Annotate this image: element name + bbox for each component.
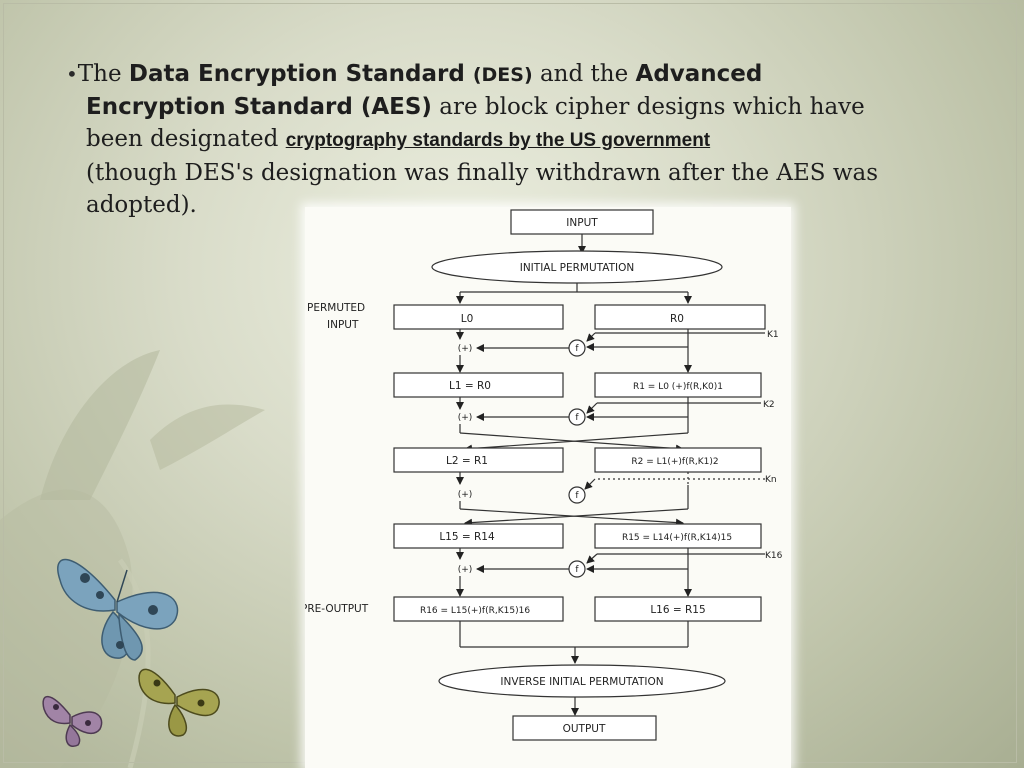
r1-label: R1 = L0 (+)f(R,K0)1 (633, 382, 723, 392)
r16-label: R16 = L15(+)f(R,K15)16 (420, 606, 530, 616)
aes-term: Encryption Standard (AES) (86, 94, 432, 120)
k2-label: K2 (763, 400, 775, 410)
des-abbreviation: (DES) (472, 64, 533, 86)
permuted-input-label-2: INPUT (327, 319, 359, 331)
r0-label: R0 (670, 313, 684, 325)
r15-label: R15 = L14(+)f(R,K14)15 (622, 533, 732, 543)
purple-butterfly (42, 695, 103, 747)
text-block-cipher: are block cipher designs which have (431, 94, 865, 120)
text-designated: been designated (86, 126, 286, 152)
leaf-decoration-2 (150, 404, 265, 470)
f2-label: f (575, 413, 579, 423)
l15-label: L15 = R14 (439, 531, 495, 543)
bullet-marker: • (66, 62, 78, 86)
l15-box (393, 523, 564, 549)
inverse-permutation-label: INVERSE INITIAL PERMUTATION (500, 676, 663, 688)
r1-box (594, 372, 762, 398)
text-adopted: adopted). (86, 192, 197, 218)
l0-box (393, 304, 564, 330)
text-the: The (77, 61, 129, 87)
xor3-label: (+) (458, 490, 473, 500)
l1-box (393, 372, 564, 398)
input-label: INPUT (566, 217, 598, 229)
olive-butterfly (138, 668, 220, 737)
text-and-the: and the (532, 61, 636, 87)
des-term: Data Encryption Standard (128, 61, 473, 87)
f3-label: f (575, 491, 579, 501)
xor1-label: (+) (458, 344, 473, 354)
advanced-term: Advanced (635, 61, 763, 87)
l2-box (393, 447, 564, 473)
k16-label: K16 (765, 551, 783, 561)
r15-box (594, 523, 762, 549)
output-box (512, 715, 657, 741)
l16-box (594, 596, 762, 622)
bullet-line-1: •The Data Encryption Standard (DES) and … (66, 58, 926, 91)
leaf-decoration (40, 350, 160, 500)
inverse-permutation-ellipse (438, 664, 726, 698)
l0-label: L0 (461, 313, 474, 325)
r16-box (393, 596, 564, 622)
l2-label: L2 = R1 (446, 455, 488, 467)
bullet-line-3: been designated cryptography standards b… (66, 123, 926, 157)
r2-box (594, 447, 762, 473)
permuted-input-label-1: PERMUTED (307, 302, 365, 314)
r2-label: R2 = L1(+)f(R,K1)2 (631, 457, 718, 467)
l1-label: L1 = R0 (449, 380, 491, 392)
bullet-line-4: (though DES's designation was finally wi… (66, 157, 926, 189)
standards-link[interactable]: cryptography standards by the US governm… (285, 130, 711, 151)
pre-output-label: PRE-OUTPUT (305, 603, 369, 615)
text-withdrawn: (though DES's designation was finally wi… (86, 160, 879, 186)
kn-label: Kn (765, 475, 777, 485)
k1-label: K1 (767, 330, 779, 340)
f4-label: f (575, 565, 579, 575)
initial-permutation-label: INITIAL PERMUTATION (520, 262, 635, 274)
bullet-paragraph: •The Data Encryption Standard (DES) and … (66, 58, 926, 221)
output-label: OUTPUT (563, 723, 606, 735)
f3-circle (568, 486, 586, 504)
f1-label: f (575, 344, 579, 354)
blue-butterfly (57, 558, 179, 661)
decorative-butterflies (0, 350, 265, 768)
xor2-label: (+) (458, 413, 473, 423)
l16-label: L16 = R15 (650, 604, 705, 616)
r0-box (594, 304, 766, 330)
bullet-line-5: adopted). (66, 189, 926, 221)
swoosh-decoration-2 (117, 558, 151, 768)
xor4-label: (+) (458, 565, 473, 575)
bullet-line-2: Encryption Standard (AES) are block ciph… (66, 91, 926, 123)
swoosh-decoration (0, 489, 133, 768)
des-flow-diagram: INPUT INITIAL PERMUTATION PERMUTED INPUT… (305, 207, 791, 768)
